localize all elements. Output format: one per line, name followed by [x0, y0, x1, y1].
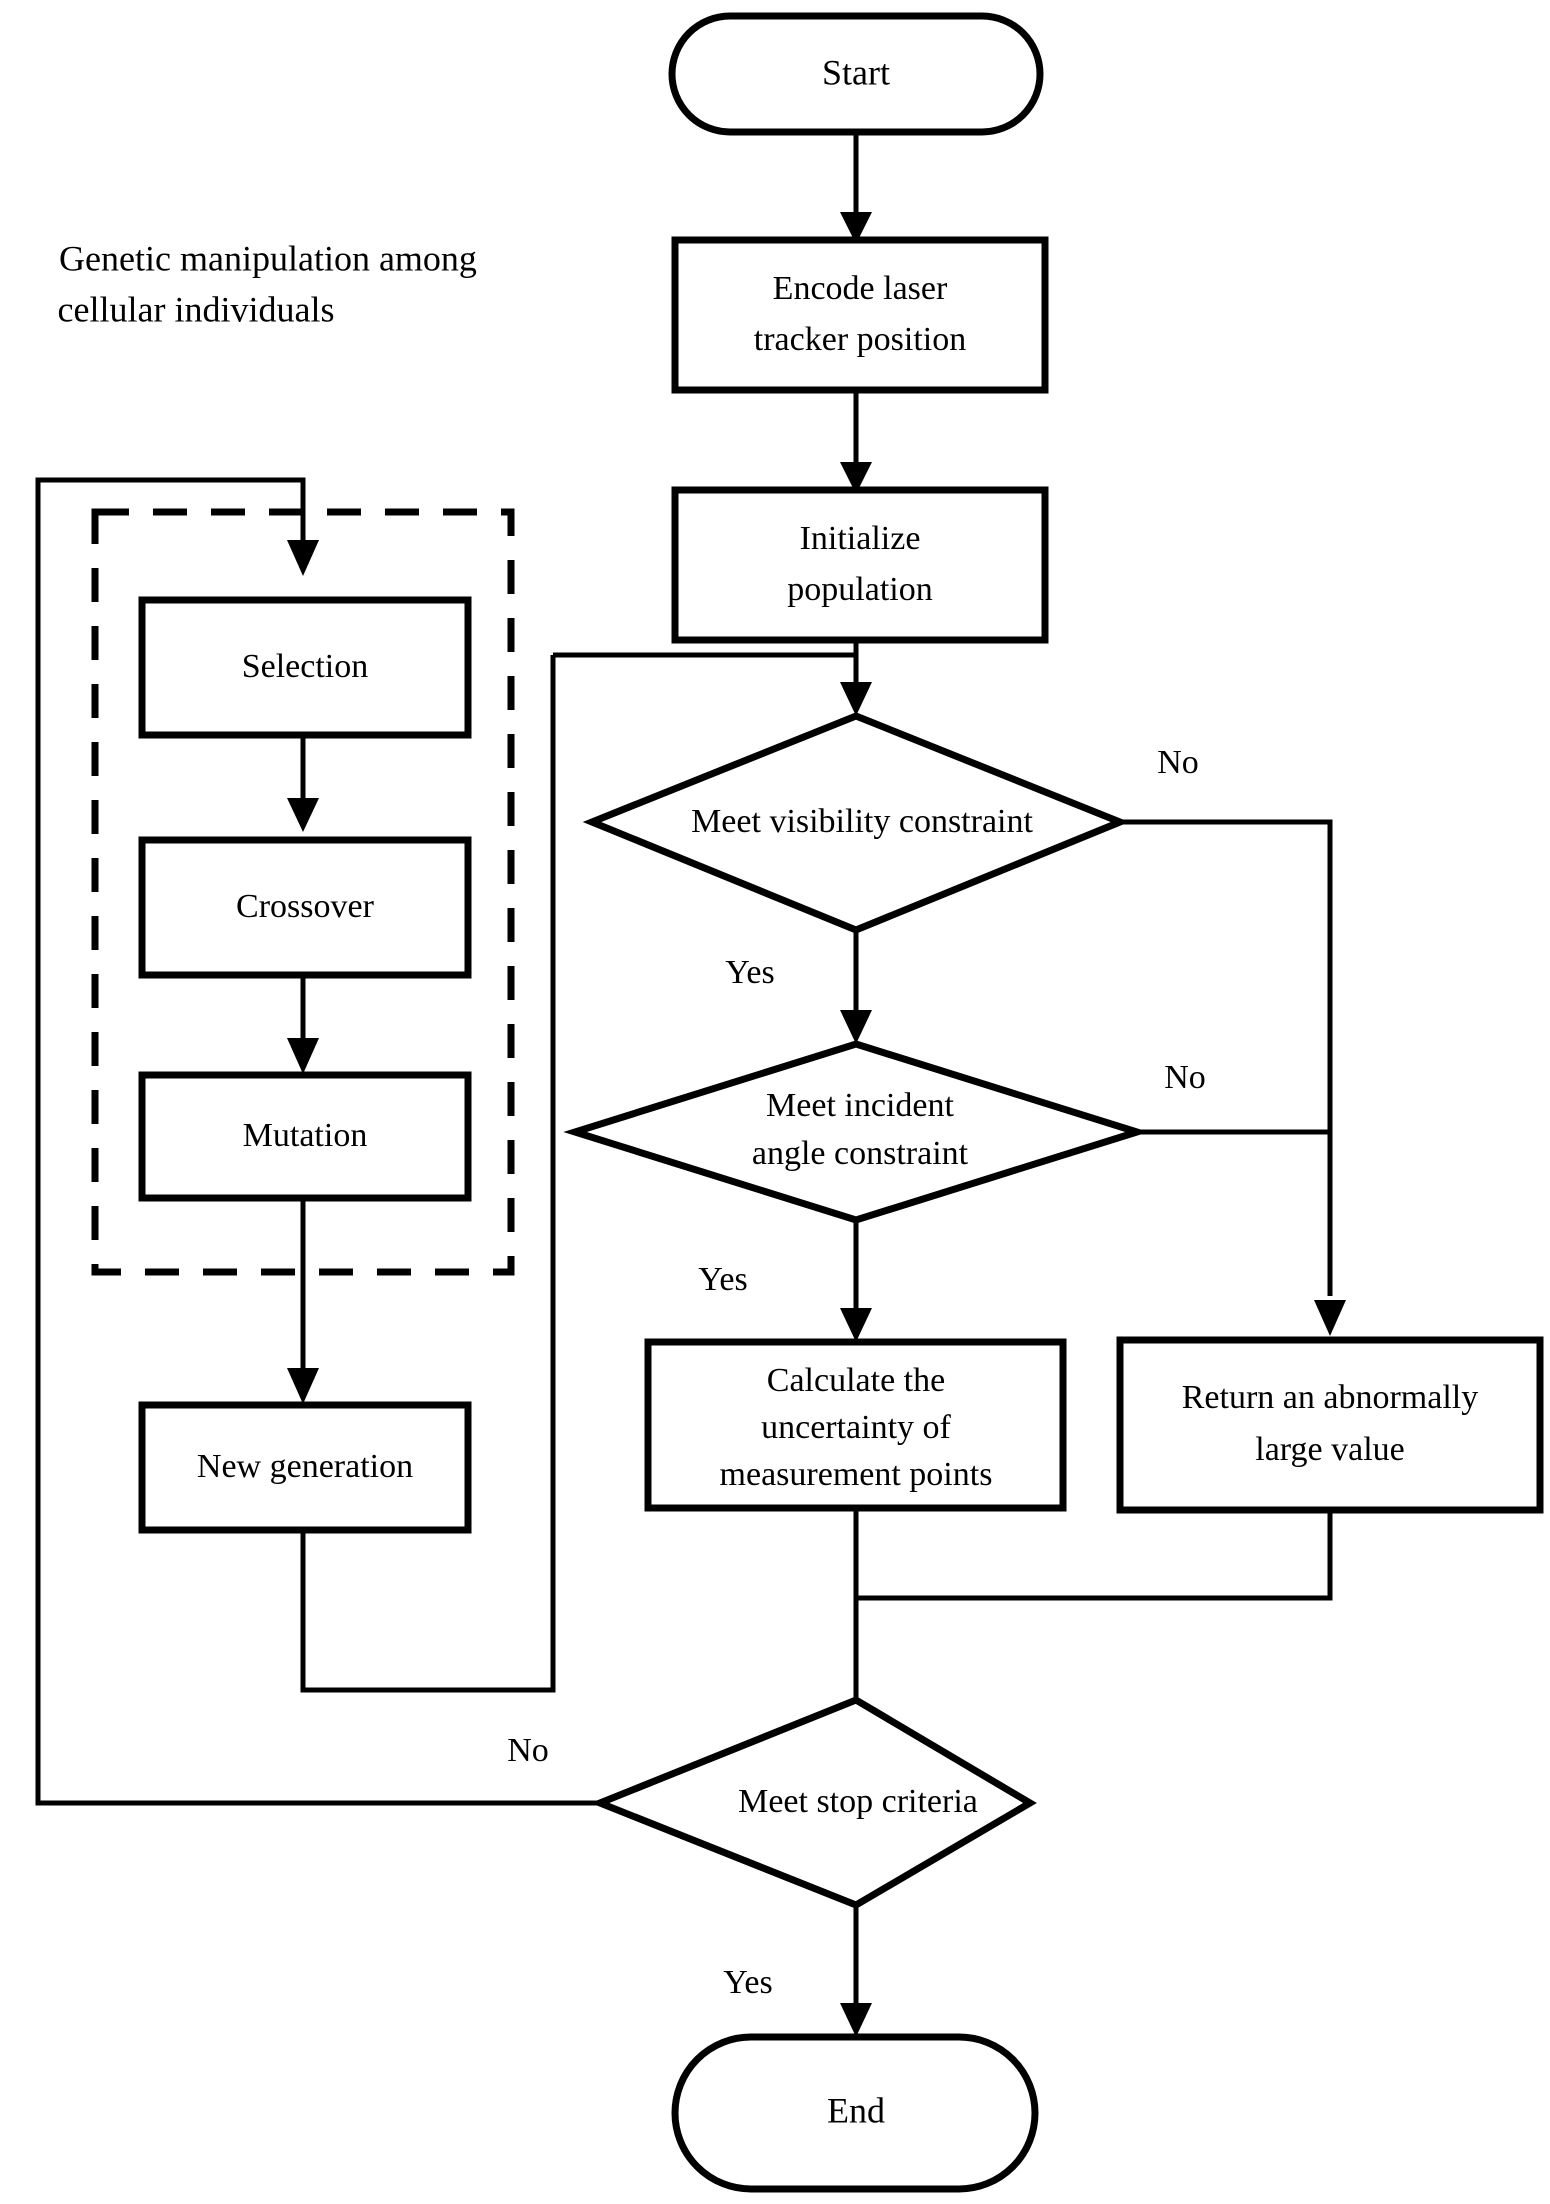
node-new-generation[interactable]: [138, 1401, 472, 1534]
connector-crossover-to-mutation: [287, 975, 319, 1074]
connector-initialize-to-visibility: [840, 640, 872, 716]
connector-visibility-yes: [840, 930, 872, 1044]
connector-visibility-no: [1120, 819, 1346, 1336]
node-crossover[interactable]: [138, 836, 472, 979]
connector-stop-no: [35, 477, 600, 1806]
node-return-label-line2: large value: [1255, 1431, 1404, 1468]
node-return-label-line1: Return an abnormally: [1182, 1379, 1478, 1416]
node-initialize-population[interactable]: [671, 486, 1049, 644]
node-encode-laser-tracker-position[interactable]: [671, 236, 1049, 394]
connector-stop-yes: [840, 1905, 872, 2037]
genetic-manipulation-dashed-boundary: [91, 508, 515, 1276]
genetic-manipulation-caption-line2: cellular individuals: [58, 289, 335, 329]
node-calculate-label-line1: Calculate the: [767, 1362, 945, 1399]
node-stop-criteria-label: Meet stop criteria: [738, 1783, 978, 1820]
node-incident-label-line1: Meet incident: [766, 1087, 954, 1124]
connector-mutation-to-newgeneration: [287, 1198, 319, 1404]
node-end[interactable]: [671, 2033, 1039, 2193]
connector-start-to-encode: [840, 132, 872, 244]
node-incident-label-line2: angle constraint: [752, 1135, 969, 1172]
node-calculate-label-line3: measurement points: [720, 1456, 993, 1493]
edge-label-incident-yes: Yes: [698, 1261, 747, 1298]
connector-return-merge: [856, 1510, 1333, 1601]
node-meet-visibility-constraint[interactable]: [582, 712, 1130, 934]
genetic-manipulation-caption-line1: Genetic manipulation among: [59, 238, 477, 278]
edge-label-visibility-yes: Yes: [725, 954, 774, 991]
edge-label-visibility-no: No: [1157, 744, 1199, 781]
node-initialize-label-line1: Initialize: [800, 520, 921, 557]
node-new-generation-label: New generation: [197, 1448, 413, 1485]
node-meet-stop-criteria[interactable]: [590, 1696, 1037, 1909]
node-mutation[interactable]: [138, 1071, 472, 1202]
node-crossover-label: Crossover: [236, 888, 375, 925]
node-start-label: Start: [822, 52, 890, 92]
node-meet-incident-angle-constraint[interactable]: [563, 1040, 1149, 1224]
node-selection[interactable]: [138, 596, 472, 739]
node-end-label: End: [827, 2090, 885, 2130]
node-return-abnormally-large-value[interactable]: [1116, 1336, 1544, 1514]
connector-newgeneration-feedback: [300, 655, 556, 1693]
node-selection-label: Selection: [242, 648, 369, 685]
edge-label-stop-no: No: [507, 1732, 549, 1769]
node-visibility-label: Meet visibility constraint: [691, 803, 1033, 840]
node-encode-label-line2: tracker position: [754, 321, 966, 358]
connector-selection-to-crossover: [287, 735, 319, 832]
node-initialize-label-line2: population: [787, 571, 932, 608]
node-mutation-label: Mutation: [243, 1117, 368, 1154]
node-calculate-label-line2: uncertainty of: [761, 1409, 951, 1446]
edge-label-incident-no: No: [1164, 1059, 1206, 1096]
node-start[interactable]: [668, 12, 1044, 136]
node-encode-label-line1: Encode laser: [773, 270, 948, 307]
edge-label-stop-yes: Yes: [723, 1964, 772, 2001]
connector-incident-yes: [840, 1220, 872, 1342]
node-calculate-uncertainty[interactable]: [644, 1338, 1067, 1512]
